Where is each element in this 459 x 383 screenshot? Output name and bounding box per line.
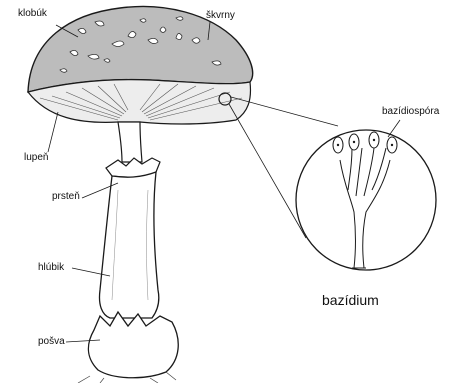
magnified-circle <box>296 130 436 270</box>
label-spore: bazídiospóra <box>382 106 439 118</box>
label-gills: lupeň <box>24 152 48 164</box>
label-volva: pošva <box>38 336 65 348</box>
volva-shape <box>88 312 178 378</box>
zoom-line-top <box>231 97 338 126</box>
stem-shape <box>99 172 158 318</box>
label-spots: škvrny <box>206 10 235 22</box>
label-cap: klobúk <box>18 8 47 20</box>
label-stem: hlúbik <box>38 262 64 274</box>
gills-underside <box>28 80 250 124</box>
stem-upper <box>118 122 142 162</box>
caption-basidium: bazídium <box>322 292 379 308</box>
zoom-line-bottom <box>229 104 306 238</box>
label-ring: prsteň <box>52 191 80 203</box>
